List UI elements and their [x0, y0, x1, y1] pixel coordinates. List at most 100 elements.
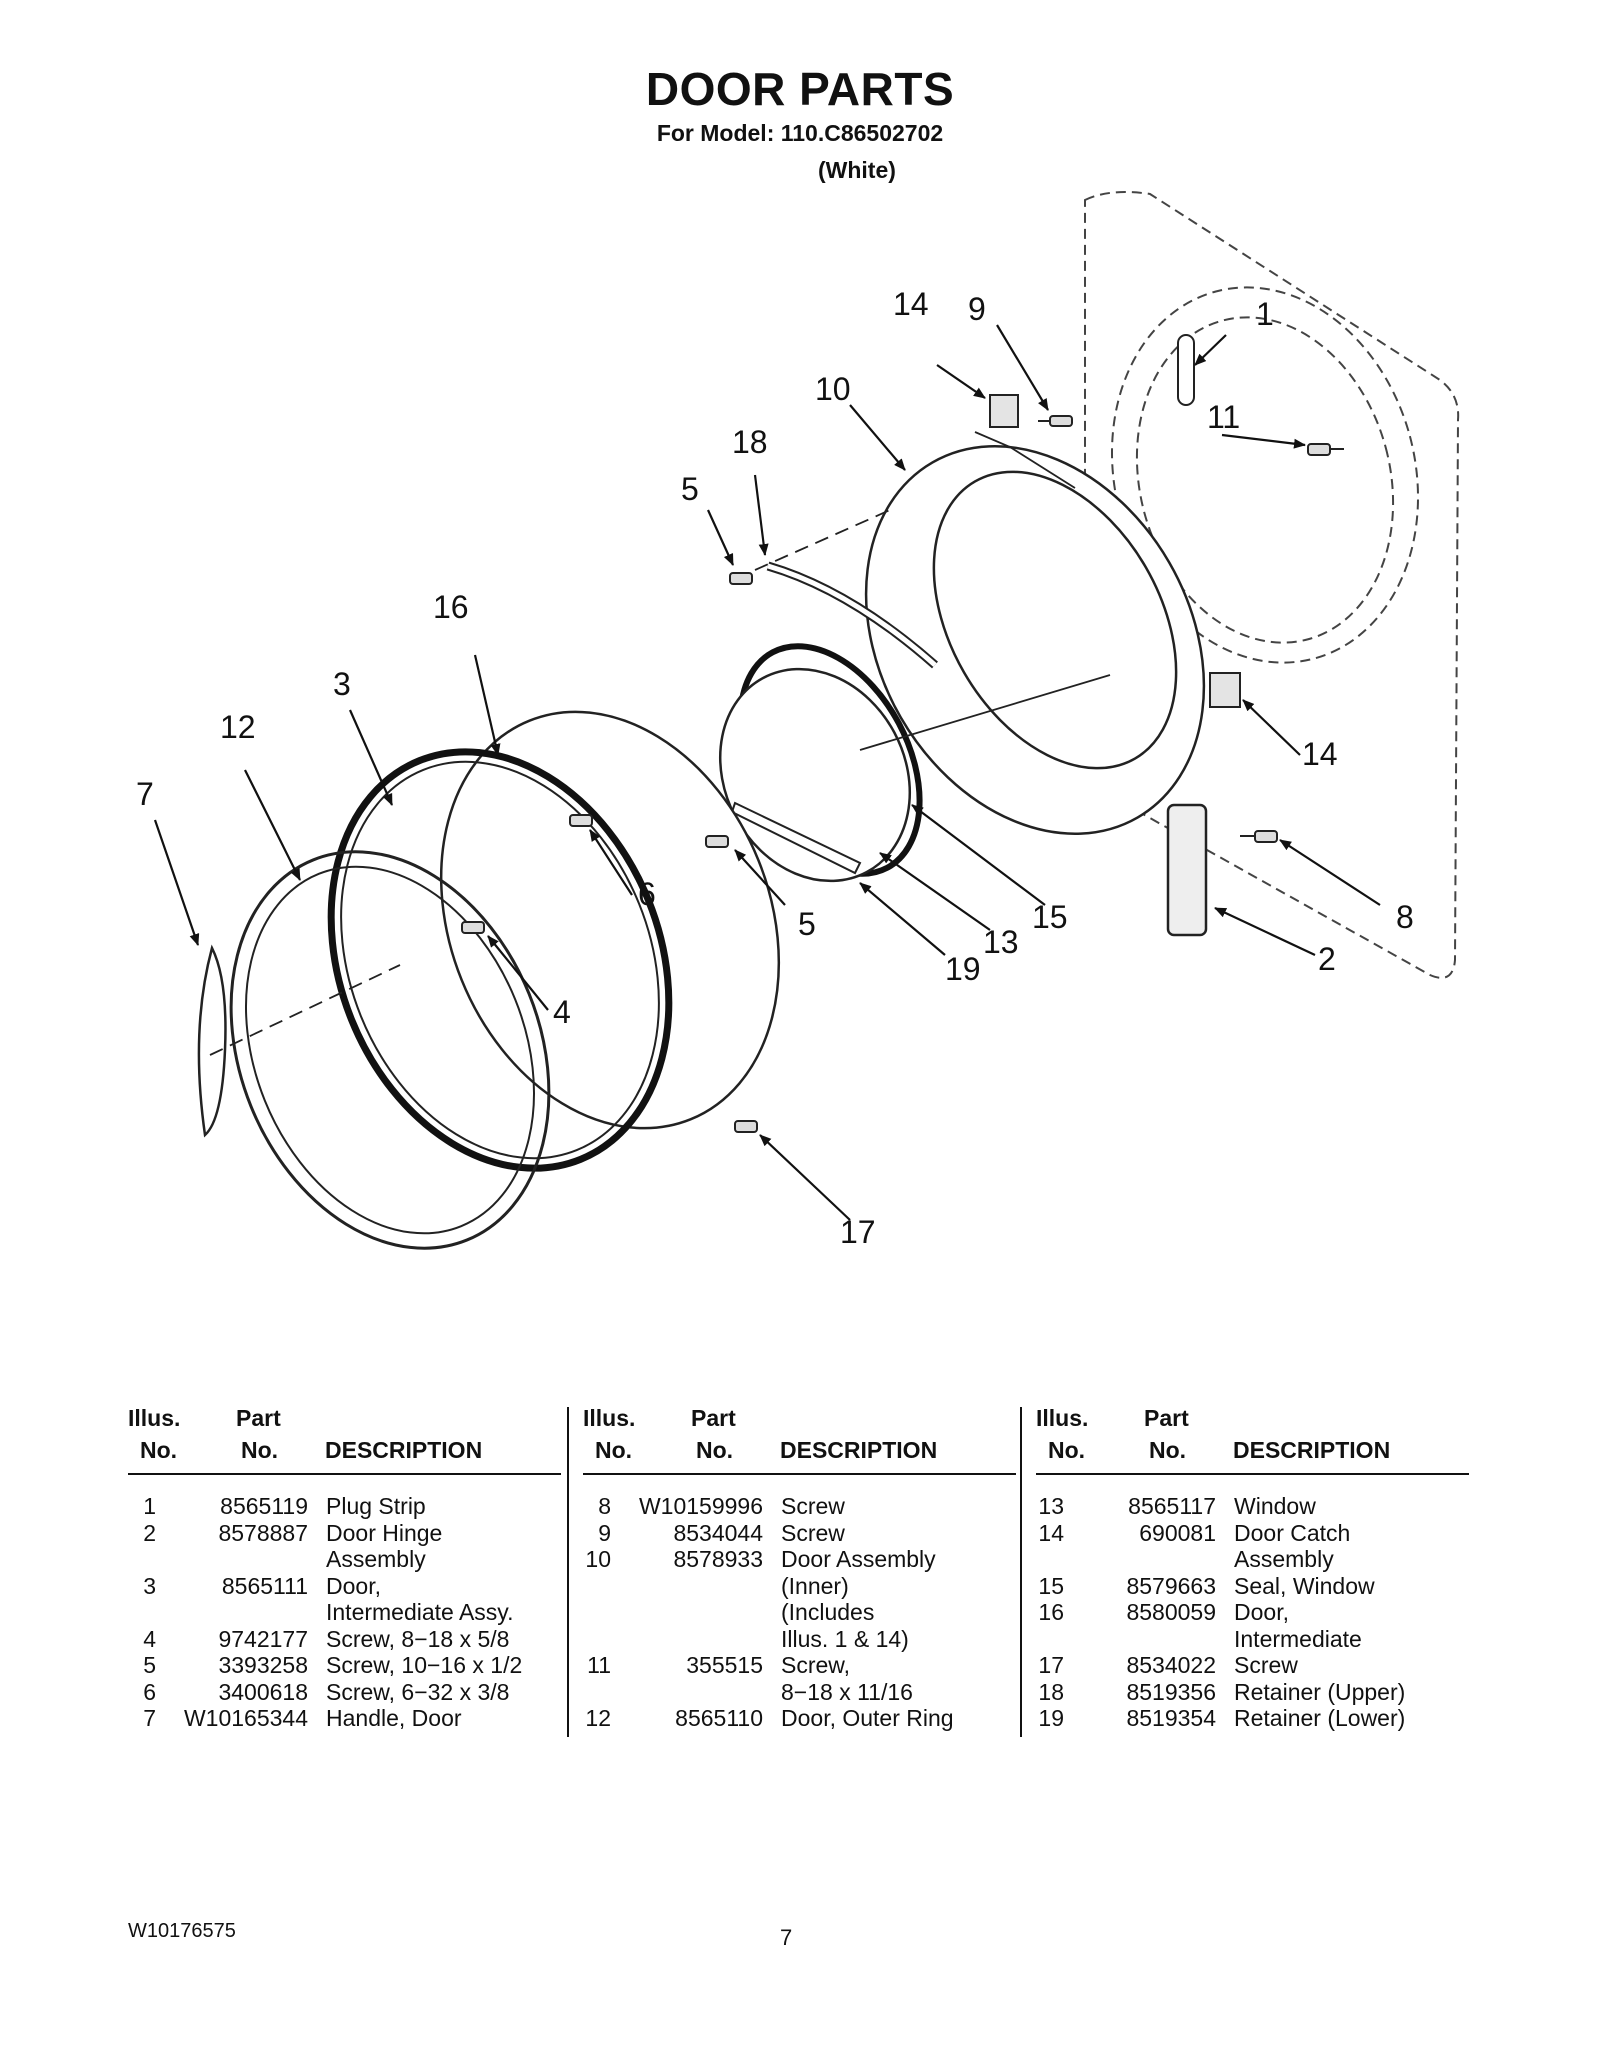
table-cell: Window	[1234, 1493, 1316, 1519]
screw-6	[569, 814, 593, 827]
table-cell: 10	[585, 1546, 611, 1572]
table-cell: 8519356	[1126, 1678, 1216, 1705]
hdr-description: DESCRIPTION	[325, 1437, 483, 1463]
callout-6: 6	[638, 876, 656, 912]
table-cell: 8578887	[218, 1519, 308, 1546]
table-row: Intermediate	[1036, 1626, 1476, 1653]
page-title: DOOR PARTS	[645, 63, 955, 115]
callout-8: 8	[1396, 899, 1414, 935]
screw-9	[1038, 415, 1073, 427]
table-cell: 9742177	[218, 1625, 308, 1652]
table-cell: 8	[598, 1493, 611, 1519]
table-cell: Door Assembly	[781, 1546, 936, 1572]
table-row: 12 8565110 Door, Outer Ring	[583, 1705, 1023, 1732]
table-row: Assembly	[128, 1546, 568, 1573]
table-cell: 19	[1038, 1705, 1064, 1731]
model-line: For Model: 110.C86502702	[656, 120, 944, 146]
table-cell: 12	[585, 1705, 611, 1731]
callout-1: 1	[1256, 296, 1274, 332]
callout-12: 12	[220, 709, 256, 745]
retainer-lower	[730, 801, 862, 875]
table-cell: 8565110	[675, 1705, 763, 1731]
column-divider	[1020, 1407, 1022, 1737]
table-cell: Screw	[781, 1519, 845, 1546]
table-cell: 2	[143, 1519, 156, 1546]
callout-14-upper: 14	[893, 286, 929, 322]
table-cell: W10165344	[183, 1705, 308, 1731]
intermediate-door-assy	[327, 748, 673, 1172]
hdr-illus: Illus.	[128, 1405, 181, 1431]
table-cell: W10159996	[638, 1493, 763, 1519]
hdr-illus-no: No.	[140, 1437, 178, 1463]
table-cell: Screw	[1234, 1652, 1298, 1678]
page-number: 7	[780, 1925, 793, 1950]
table-cell: 14	[1038, 1519, 1064, 1546]
table-cell: 7	[143, 1705, 156, 1731]
screw-4	[461, 921, 485, 934]
table-cell: Door Hinge	[326, 1519, 443, 1546]
table-cell: Plug Strip	[326, 1493, 426, 1519]
table-row: (Inner)	[583, 1573, 1023, 1600]
table-cell: 17	[1038, 1652, 1064, 1678]
table-cell: 15	[1038, 1572, 1064, 1599]
callout-9: 9	[968, 291, 986, 327]
table-row: 5 3393258 Screw, 10−16 x 1/2	[128, 1652, 568, 1679]
table-cell: 355515	[686, 1652, 763, 1678]
table-cell: No.	[1048, 1437, 1086, 1463]
table-row: 2 8578887 Door Hinge	[128, 1520, 568, 1547]
outer-ring	[229, 850, 551, 1250]
door-handle	[197, 944, 227, 1138]
table-cell: 8565117	[1128, 1493, 1216, 1519]
table-row: Assembly	[1036, 1546, 1476, 1573]
table-row: 17 8534022 Screw	[1036, 1652, 1476, 1679]
callout-16: 16	[433, 589, 469, 625]
table-cell: 6	[143, 1678, 156, 1705]
table-cell: 3393258	[218, 1652, 308, 1678]
table-cell: 5	[143, 1652, 156, 1678]
color-line: (White)	[818, 157, 896, 183]
table-cell: 8565111	[221, 1572, 308, 1599]
table-cell: Screw, 10−16 x 1/2	[326, 1652, 523, 1678]
table-cell: Seal, Window	[1234, 1572, 1375, 1599]
table-cell: 18	[1038, 1678, 1064, 1705]
callout-15: 15	[1032, 899, 1068, 935]
hdr-part: Part	[236, 1405, 281, 1431]
screw-5-lower	[705, 835, 729, 848]
table-cell: 8579663	[1126, 1572, 1216, 1599]
callout-11: 11	[1207, 399, 1240, 435]
exploded-parts-diagram: 1 2 3 4 5 5 6 7 8 9 10 11 12 13 14 14 15…	[136, 191, 1460, 1250]
table-cell: 4	[143, 1625, 156, 1652]
table-cell: Intermediate Assy.	[326, 1599, 514, 1625]
callout-2: 2	[1318, 941, 1336, 977]
table-cell: No.	[595, 1437, 633, 1463]
door-catch-lower	[1209, 672, 1241, 708]
screw-17	[734, 1120, 758, 1133]
table-row: (Includes	[583, 1599, 1023, 1626]
table-cell: 8534022	[1126, 1652, 1216, 1678]
table-cell: 1	[143, 1493, 156, 1519]
table-row: Intermediate Assy.	[128, 1599, 568, 1626]
table-cell: (Includes	[781, 1599, 875, 1625]
callout-14-lower: 14	[1302, 736, 1338, 772]
table-cell: Door, Outer Ring	[781, 1705, 954, 1731]
table-cell: DESCRIPTION	[1233, 1437, 1391, 1463]
table-cell: Door Catch	[1234, 1519, 1351, 1546]
callout-7: 7	[136, 776, 154, 812]
table-cell: Illus.	[1036, 1405, 1089, 1431]
table-cell: Assembly	[326, 1546, 426, 1572]
door-hinge	[1166, 803, 1208, 937]
table-cell: Screw, 6−32 x 3/8	[326, 1678, 510, 1705]
inner-door-assembly	[864, 445, 1206, 835]
screw-11	[1307, 443, 1344, 456]
table-cell: No.	[696, 1437, 734, 1463]
table-cell: 8580059	[1126, 1599, 1216, 1625]
table-cell: Retainer (Lower)	[1234, 1705, 1406, 1731]
table-cell: 8534044	[673, 1519, 763, 1546]
